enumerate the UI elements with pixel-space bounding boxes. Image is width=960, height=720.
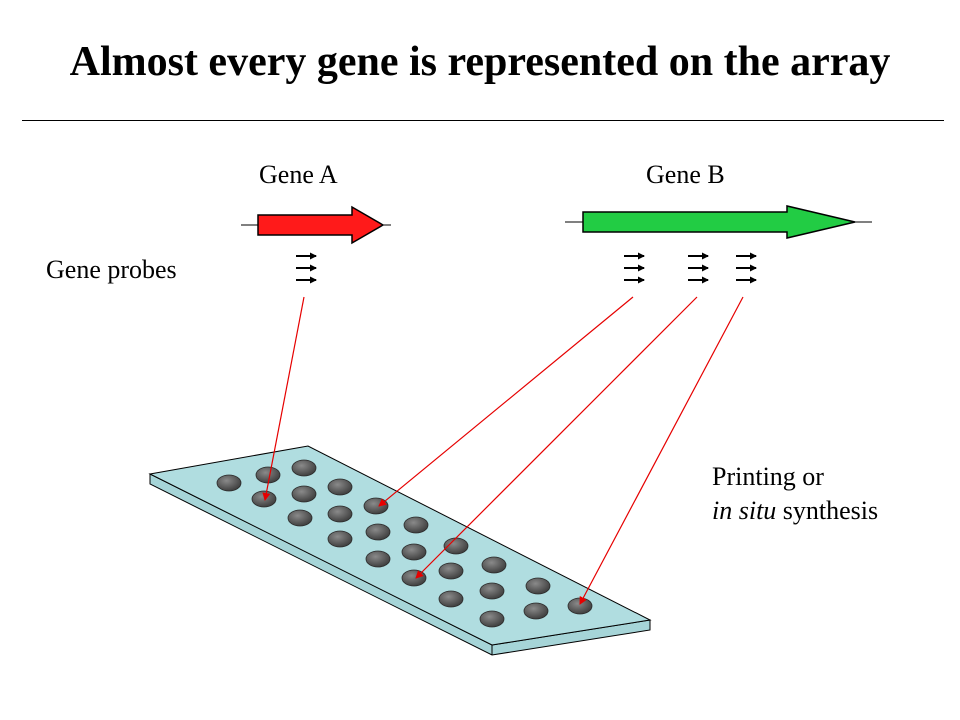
array-spot bbox=[403, 516, 429, 534]
probe-group-a bbox=[296, 252, 317, 284]
array-spot bbox=[401, 543, 427, 561]
connector-gene-b-2 bbox=[415, 296, 698, 579]
title-divider bbox=[22, 120, 944, 121]
array-spot bbox=[291, 459, 317, 477]
printing-line-1: Printing or bbox=[712, 462, 824, 491]
gene-a-label: Gene A bbox=[259, 160, 338, 189]
probe-group-b3 bbox=[736, 252, 757, 284]
connector-gene-b-1 bbox=[378, 296, 634, 507]
gene-probes-label: Gene probes bbox=[46, 255, 177, 284]
array-spot bbox=[287, 509, 313, 527]
probe-group-b1 bbox=[624, 252, 645, 284]
array-spot bbox=[327, 505, 353, 523]
array-spot bbox=[365, 550, 391, 568]
gene-a bbox=[241, 205, 391, 245]
array-spot bbox=[567, 597, 593, 615]
array-spot bbox=[327, 478, 353, 496]
array-spot bbox=[327, 530, 353, 548]
printing-line-2: in situ synthesis bbox=[712, 494, 878, 528]
probe-group-b2 bbox=[688, 252, 709, 284]
array-spot bbox=[479, 582, 505, 600]
gene-b-arrow bbox=[582, 205, 856, 239]
array-spot bbox=[216, 474, 242, 492]
array-spot bbox=[291, 485, 317, 503]
gene-a-arrow bbox=[257, 205, 385, 245]
gene-b bbox=[565, 205, 872, 239]
printing-label: Printing or in situ synthesis bbox=[712, 460, 878, 528]
gene-b-label: Gene B bbox=[646, 160, 725, 189]
probe-connectors bbox=[262, 296, 744, 605]
array-spot bbox=[255, 466, 281, 484]
array-spot bbox=[251, 490, 277, 508]
connector-gene-b-3 bbox=[579, 296, 744, 605]
printing-italic: in situ bbox=[712, 496, 777, 525]
array-spot bbox=[363, 497, 389, 515]
array-spot bbox=[479, 610, 505, 628]
connector-gene-a bbox=[262, 296, 305, 501]
array-spot bbox=[365, 523, 391, 541]
array-spot bbox=[481, 556, 507, 574]
slide-title: Almost every gene is represented on the … bbox=[69, 39, 891, 85]
array-spot bbox=[525, 577, 551, 595]
array-spot bbox=[438, 562, 464, 580]
array-spot bbox=[523, 602, 549, 620]
array-spot bbox=[438, 590, 464, 608]
printing-rest: synthesis bbox=[776, 496, 879, 525]
